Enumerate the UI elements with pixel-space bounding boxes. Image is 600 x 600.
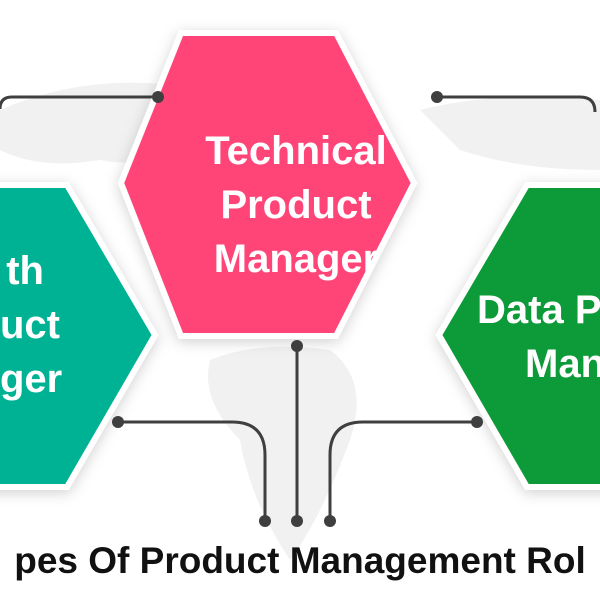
data-hexagon <box>435 182 600 490</box>
label-line: Product <box>220 183 372 227</box>
dot <box>431 91 443 103</box>
connector-top-left <box>0 95 158 110</box>
dot <box>152 91 164 103</box>
technical-label: Technical Product Manager <box>0 124 596 286</box>
connector-right <box>328 420 477 521</box>
label-line: Technical <box>205 129 387 173</box>
label-line: ger <box>0 357 63 401</box>
connectors <box>0 95 597 521</box>
dot <box>291 340 303 352</box>
label-line: Manager <box>213 237 379 281</box>
connector-left <box>118 420 267 521</box>
dot <box>471 416 483 428</box>
label-line: Man <box>525 342 600 386</box>
diagram-title: pes Of Product Management Rol <box>14 540 586 581</box>
technical-hexagon <box>117 30 418 339</box>
data-label: Data P Man <box>477 283 600 391</box>
dot <box>112 416 124 428</box>
dot <box>259 515 271 527</box>
growth-hexagon <box>0 182 159 490</box>
dot <box>324 515 336 527</box>
label-line: uct <box>0 303 60 347</box>
label-line: Data P <box>477 288 600 332</box>
label-line: th <box>6 249 44 293</box>
connector-top-right <box>437 95 597 113</box>
connector-dots <box>112 91 483 527</box>
growth-label: th uct ger <box>0 244 63 406</box>
dot <box>291 515 303 527</box>
